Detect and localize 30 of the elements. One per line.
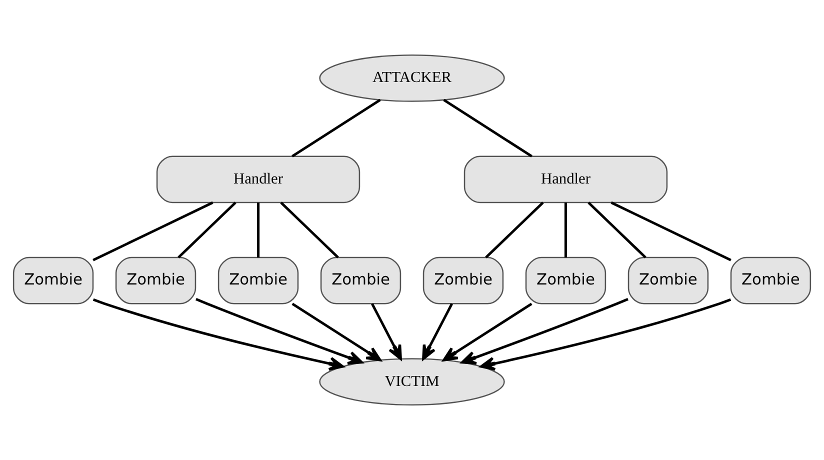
node-box: Zombie [320, 256, 402, 304]
arrow [461, 298, 628, 365]
connector [485, 202, 544, 258]
connector [443, 98, 532, 158]
node-box: Zombie [12, 256, 94, 304]
connector [256, 202, 260, 258]
connector [280, 202, 339, 258]
arrow [92, 298, 344, 371]
node-ellipse: ATTACKER [319, 54, 505, 102]
arrow [442, 302, 532, 362]
node-box: Zombie [525, 256, 606, 304]
arrow [422, 303, 453, 360]
node-box: Handler [156, 156, 360, 204]
node-ellipse: VICTIM [319, 358, 505, 406]
connector [292, 98, 381, 158]
arrow [480, 298, 732, 371]
connector [178, 202, 236, 258]
node-box: Zombie [422, 256, 504, 304]
node-box: Zombie [628, 256, 709, 304]
connector [564, 202, 568, 258]
node-box: Zombie [115, 256, 196, 304]
arrow [292, 302, 382, 362]
connector [588, 202, 646, 258]
node-box: Handler [464, 156, 668, 204]
connector [610, 201, 732, 262]
connector [92, 201, 214, 262]
arrow [196, 298, 363, 365]
node-box: Zombie [218, 256, 299, 304]
node-box: Zombie [730, 256, 812, 304]
arrow [371, 303, 402, 360]
